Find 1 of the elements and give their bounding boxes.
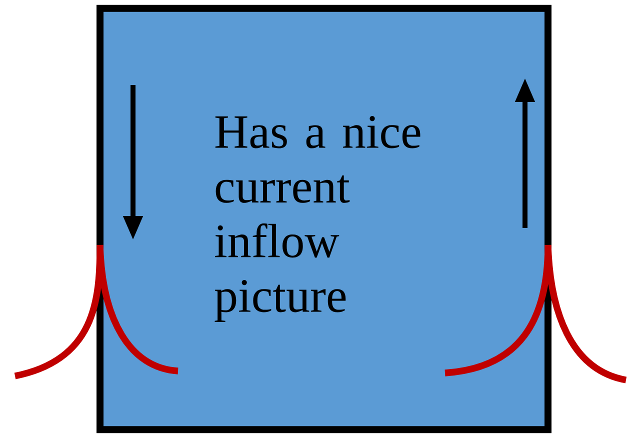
square-box: Has a nice current inflow picture [96, 4, 552, 434]
